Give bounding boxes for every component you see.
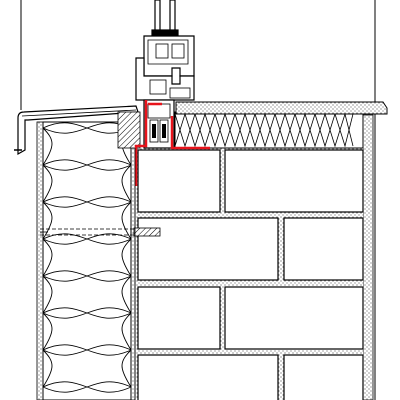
sill-sealing-band — [117, 111, 141, 149]
brick — [283, 354, 364, 400]
brick — [137, 217, 279, 281]
interior-window-board — [175, 101, 388, 115]
facade-insulation — [36, 121, 136, 400]
brick — [224, 149, 364, 213]
sill-insulation — [174, 111, 364, 149]
frame-lines — [20, 0, 376, 400]
brick — [137, 286, 221, 350]
exterior-sill-flashing — [14, 105, 139, 156]
window-frame — [135, 0, 195, 149]
masonry-wall — [135, 148, 364, 400]
brick — [224, 286, 364, 350]
sealing-tape — [134, 100, 210, 186]
brick — [283, 217, 364, 281]
brick — [137, 354, 279, 400]
anchor-bolt — [40, 227, 161, 237]
interior-plaster — [362, 114, 374, 400]
brick — [137, 149, 221, 213]
